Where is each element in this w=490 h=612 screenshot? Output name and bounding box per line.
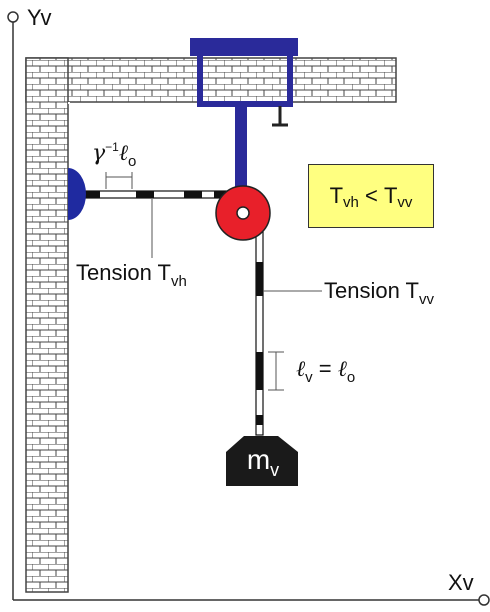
x-axis-label-text: Xv <box>448 570 474 595</box>
length-v-symbol: ℓ <box>296 357 306 382</box>
string-segment <box>136 191 154 198</box>
inequality-operator: < <box>358 183 384 208</box>
left-wall-bricks <box>25 57 69 593</box>
x-axis <box>13 594 490 606</box>
unit-length-dimension <box>105 172 133 189</box>
unit-length-label: γ−1ℓo <box>92 140 136 169</box>
clamp-top-bar <box>190 38 298 56</box>
length-equation: ℓv = ℓo <box>296 356 355 386</box>
y-axis-label: Yv <box>27 7 51 29</box>
string-segment <box>256 415 263 425</box>
mass-symbol: m <box>246 444 271 475</box>
length-v-sub: v <box>305 369 313 386</box>
tension-v-sub: vv <box>418 291 434 308</box>
length-o-symbol: ℓ <box>337 357 347 382</box>
wall-anchor <box>68 168 86 220</box>
y-axis-origin-marker <box>7 11 19 23</box>
tension-v-label: Tension Tvv <box>324 278 434 308</box>
length-o-sub: o <box>346 369 356 386</box>
inequality-left: T <box>329 183 344 208</box>
wall-corner-fill <box>68 102 70 104</box>
tension-v-text: Tension T <box>324 278 419 303</box>
mass-sub: v <box>270 460 280 480</box>
string-segment <box>214 191 230 198</box>
y-axis <box>7 11 19 600</box>
mass-label: mv <box>228 444 298 480</box>
tension-h-sub: vh <box>170 273 187 290</box>
y-axis-label-text: Yv <box>27 5 52 30</box>
horizontal-string <box>77 190 244 199</box>
tension-h-label: Tension Tvh <box>76 260 187 290</box>
inequality-right-sub: vv <box>397 193 413 211</box>
x-axis-label: Xv <box>448 572 474 594</box>
unit-length-sub: o <box>128 153 137 170</box>
inequality-right: T <box>383 183 398 208</box>
gamma-symbol: γ <box>92 141 106 166</box>
string-segment <box>256 352 263 390</box>
equals-sign: = <box>312 356 338 381</box>
string-segment <box>84 191 100 198</box>
pulley <box>215 185 271 241</box>
unit-length-symbol: ℓ <box>118 141 129 166</box>
string-segment <box>184 191 202 198</box>
brick-wall <box>25 57 397 593</box>
vertical-length-bracket <box>268 351 284 391</box>
string-segment <box>256 262 263 296</box>
x-axis-end-marker <box>478 594 490 606</box>
pulley-axle <box>236 206 250 220</box>
gamma-exponent: −1 <box>105 140 119 154</box>
ceiling-bricks <box>25 57 397 103</box>
tension-h-text: Tension T <box>76 260 171 285</box>
mass-block <box>226 436 298 486</box>
ceiling-clamp <box>190 38 298 190</box>
vertical-string <box>255 214 264 436</box>
inequality-left-sub: vh <box>343 193 359 211</box>
clamp-rod <box>235 104 247 190</box>
